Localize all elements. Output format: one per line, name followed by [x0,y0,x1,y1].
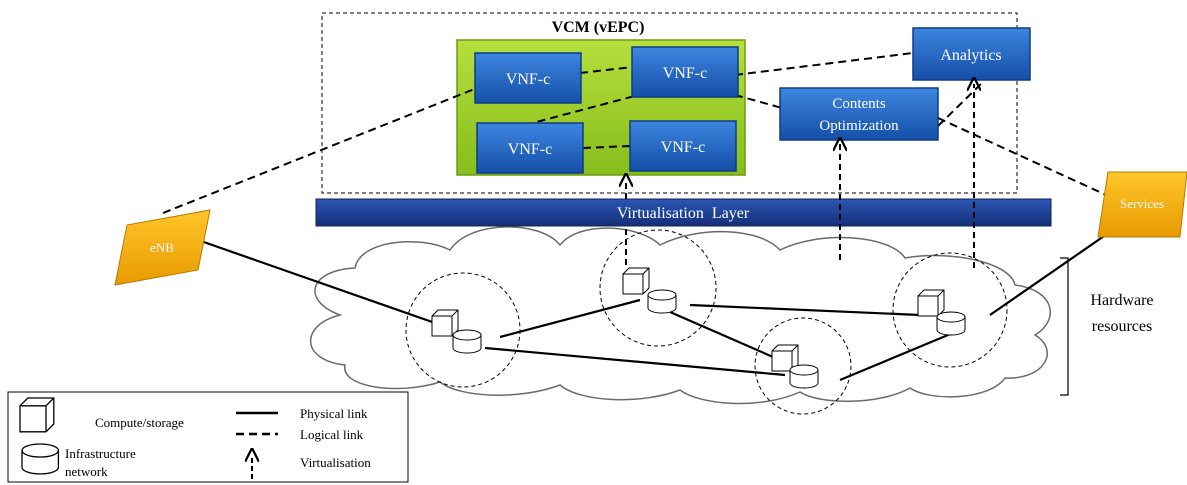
enb-label: eNB [150,240,174,255]
link-vnf-bottom [582,145,631,149]
vnf-top-left-label: VNF-c [506,71,550,88]
infrastructure-network-icon [647,289,677,314]
node-3 [754,317,852,415]
legend-infra-line2: network [65,464,108,479]
infrastructure-network-icon [452,329,482,354]
link-contents-services [937,117,1129,206]
link-contents-analytics [937,81,984,127]
virtualisation-layer-label: Virtualisation Layer [617,205,750,222]
link-vnf-top [579,66,634,74]
legend-logical-link-label: Logical link [300,427,364,442]
analytics-box: Analytics [912,27,1031,81]
phys-node2-node3 [669,310,781,362]
hardware-label-line1: Hardware [1090,292,1153,309]
vnf-bottom-left: VNF-c [476,122,584,174]
compute-storage-icon [917,289,945,317]
analytics-label: Analytics [940,47,1001,64]
contents-label-line1: Contents [832,96,885,112]
vcm-container [321,12,1018,194]
vnf-bottom-right: VNF-c [629,120,737,172]
phys-node2-node4 [689,303,921,317]
virtualisation-arrows [626,84,974,268]
hardware-label-line2: resources [1092,318,1152,335]
legend-virtualisation-label: Virtualisation [300,455,371,470]
legend-physical-link-label: Physical link [300,406,368,421]
link-vnf-analytics [734,52,914,76]
legend: Compute/storage Infrastructure network P… [7,391,409,483]
compute-storage-icon [431,309,459,337]
vnf-bottom-left-label: VNF-c [508,141,552,158]
contents-label-line2: Optimization [819,118,899,134]
node-4 [892,252,1008,368]
hardware-resources-bracket [1060,257,1069,396]
legend-infra-line1: Infrastructure [65,446,136,461]
physical-links [197,224,1121,382]
infrastructure-network-icon [936,311,966,336]
contents-optimization-box: Contents Optimization [779,87,939,141]
node-2 [599,229,717,347]
enb-node: eNB [114,209,211,286]
compute-storage-icon [622,267,650,295]
phys-node3-node4 [839,328,961,382]
legend-compute-storage-icon [19,397,55,433]
virtualisation-layer: Virtualisation Layer [315,198,1052,227]
phys-enb-node1 [197,238,456,332]
phys-node1-node2 [499,298,641,339]
phys-node4-services [989,224,1121,316]
infrastructure-network-icon [789,364,819,389]
legend-infrastructure-network-icon [21,443,60,475]
vnf-top-left: VNF-c [474,52,582,104]
services-node: Services [1097,171,1187,238]
link-enb-vnf [162,87,478,214]
vcm-title: VCM (vEPC) [552,19,645,36]
vnf-top-right-label: VNF-c [663,65,707,82]
legend-compute-storage-label: Compute/storage [95,415,184,430]
infrastructure-cloud [309,226,1052,405]
link-vnf-contents [734,94,783,109]
services-label: Services [1120,196,1164,211]
vnf-bottom-right-label: VNF-c [661,139,705,156]
phys-node1-node3 [484,346,786,377]
vnf-top-right: VNF-c [631,46,739,98]
node-1 [405,272,521,388]
